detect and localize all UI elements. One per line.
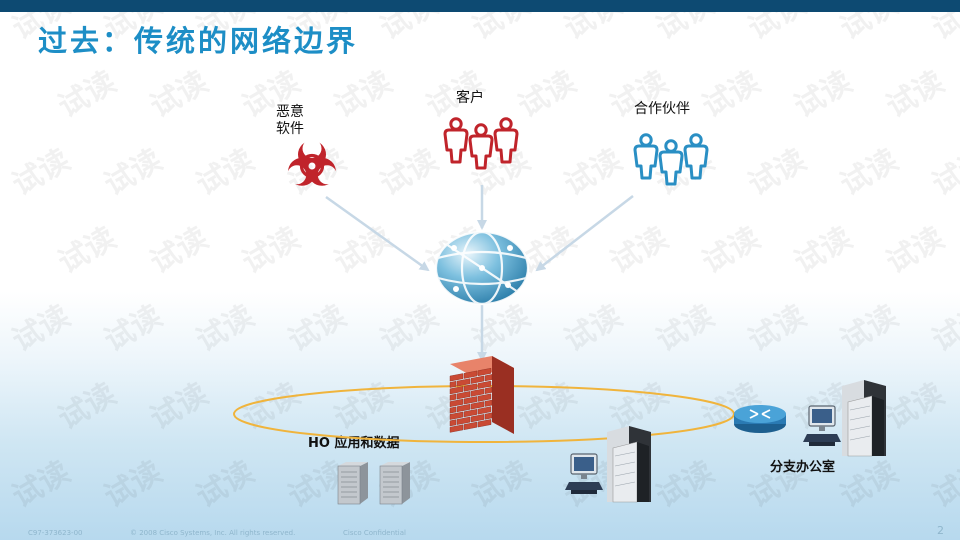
firewall-brick [449,424,464,433]
branch-computer-icon [803,405,841,446]
internet-globe-icon [434,230,530,306]
arrow-malware-to-internet [325,195,430,272]
person-body [493,128,519,164]
firewall-brick [484,386,493,394]
person-head [474,123,488,137]
firewall-brick [477,406,492,415]
server-unit [379,462,410,505]
firewall-brick [463,396,478,405]
top-bar [0,0,960,12]
server-unit [337,462,368,505]
malware-label-line2: 软件 [276,121,304,137]
firewall-brick [463,409,478,418]
branch-building-icon [842,380,886,457]
hq-building-icon [607,426,651,503]
firewall-brick [449,393,457,401]
firewall-brick [463,383,478,392]
firewall-brick [470,401,485,410]
firewall-brick [456,378,471,387]
slide-title: 过去：传统的网络边界 [38,24,359,58]
person-body [633,144,659,180]
firewall-brick [470,375,485,384]
person-head [664,139,678,153]
firewall-brick [463,421,478,430]
firewall-brick [449,419,457,427]
person-body [443,128,469,164]
person-head [449,117,463,131]
person-body [683,144,709,180]
firewall-brick [463,370,478,379]
firewall-brick [449,381,457,388]
firewall-brick [477,393,492,402]
ho-servers-icon [337,462,410,505]
firewall-brick [449,398,464,408]
person-head [499,117,513,131]
branch-label: 分支办公室 [770,460,836,475]
firewall-brick [477,380,492,389]
person-body [468,134,494,170]
customers-icon [443,117,519,170]
footer-confidential: Cisco Confidential [343,529,406,537]
customers-label: 客户 [456,90,484,106]
firewall-brick [456,403,471,413]
person-head [639,133,653,147]
malware-label: 恶意 软件 [276,104,304,138]
page-number: 2 [937,524,944,537]
firewall-icon [449,356,514,434]
footer-copyright: © 2008 Cisco Systems, Inc. All rights re… [130,529,296,537]
firewall-brick [449,373,464,382]
biohazard-icon [288,140,336,186]
firewall-brick [470,414,485,423]
firewall-brick [456,391,471,400]
person-head [689,133,703,147]
footer-doc-id: C97-373623-00 [28,529,83,537]
malware-label-line1: 恶意 [276,104,304,120]
partners-icon [633,133,709,186]
firewall-brick [470,388,485,397]
arrow-partners-to-internet [535,195,634,272]
firewall-brick [484,399,493,407]
firewall-brick [449,386,464,395]
hq-computer-icon [565,453,603,494]
firewall-brick [449,411,464,420]
person-body [658,150,684,186]
firewall-brick [477,367,492,377]
firewall-brick [484,412,493,420]
firewall-brick [477,419,492,428]
partners-label: 合作伙伴 [634,101,690,117]
router-icon [734,405,786,433]
firewall-brick [449,406,457,414]
firewall-brick [484,374,493,382]
firewall-brick [456,416,471,425]
